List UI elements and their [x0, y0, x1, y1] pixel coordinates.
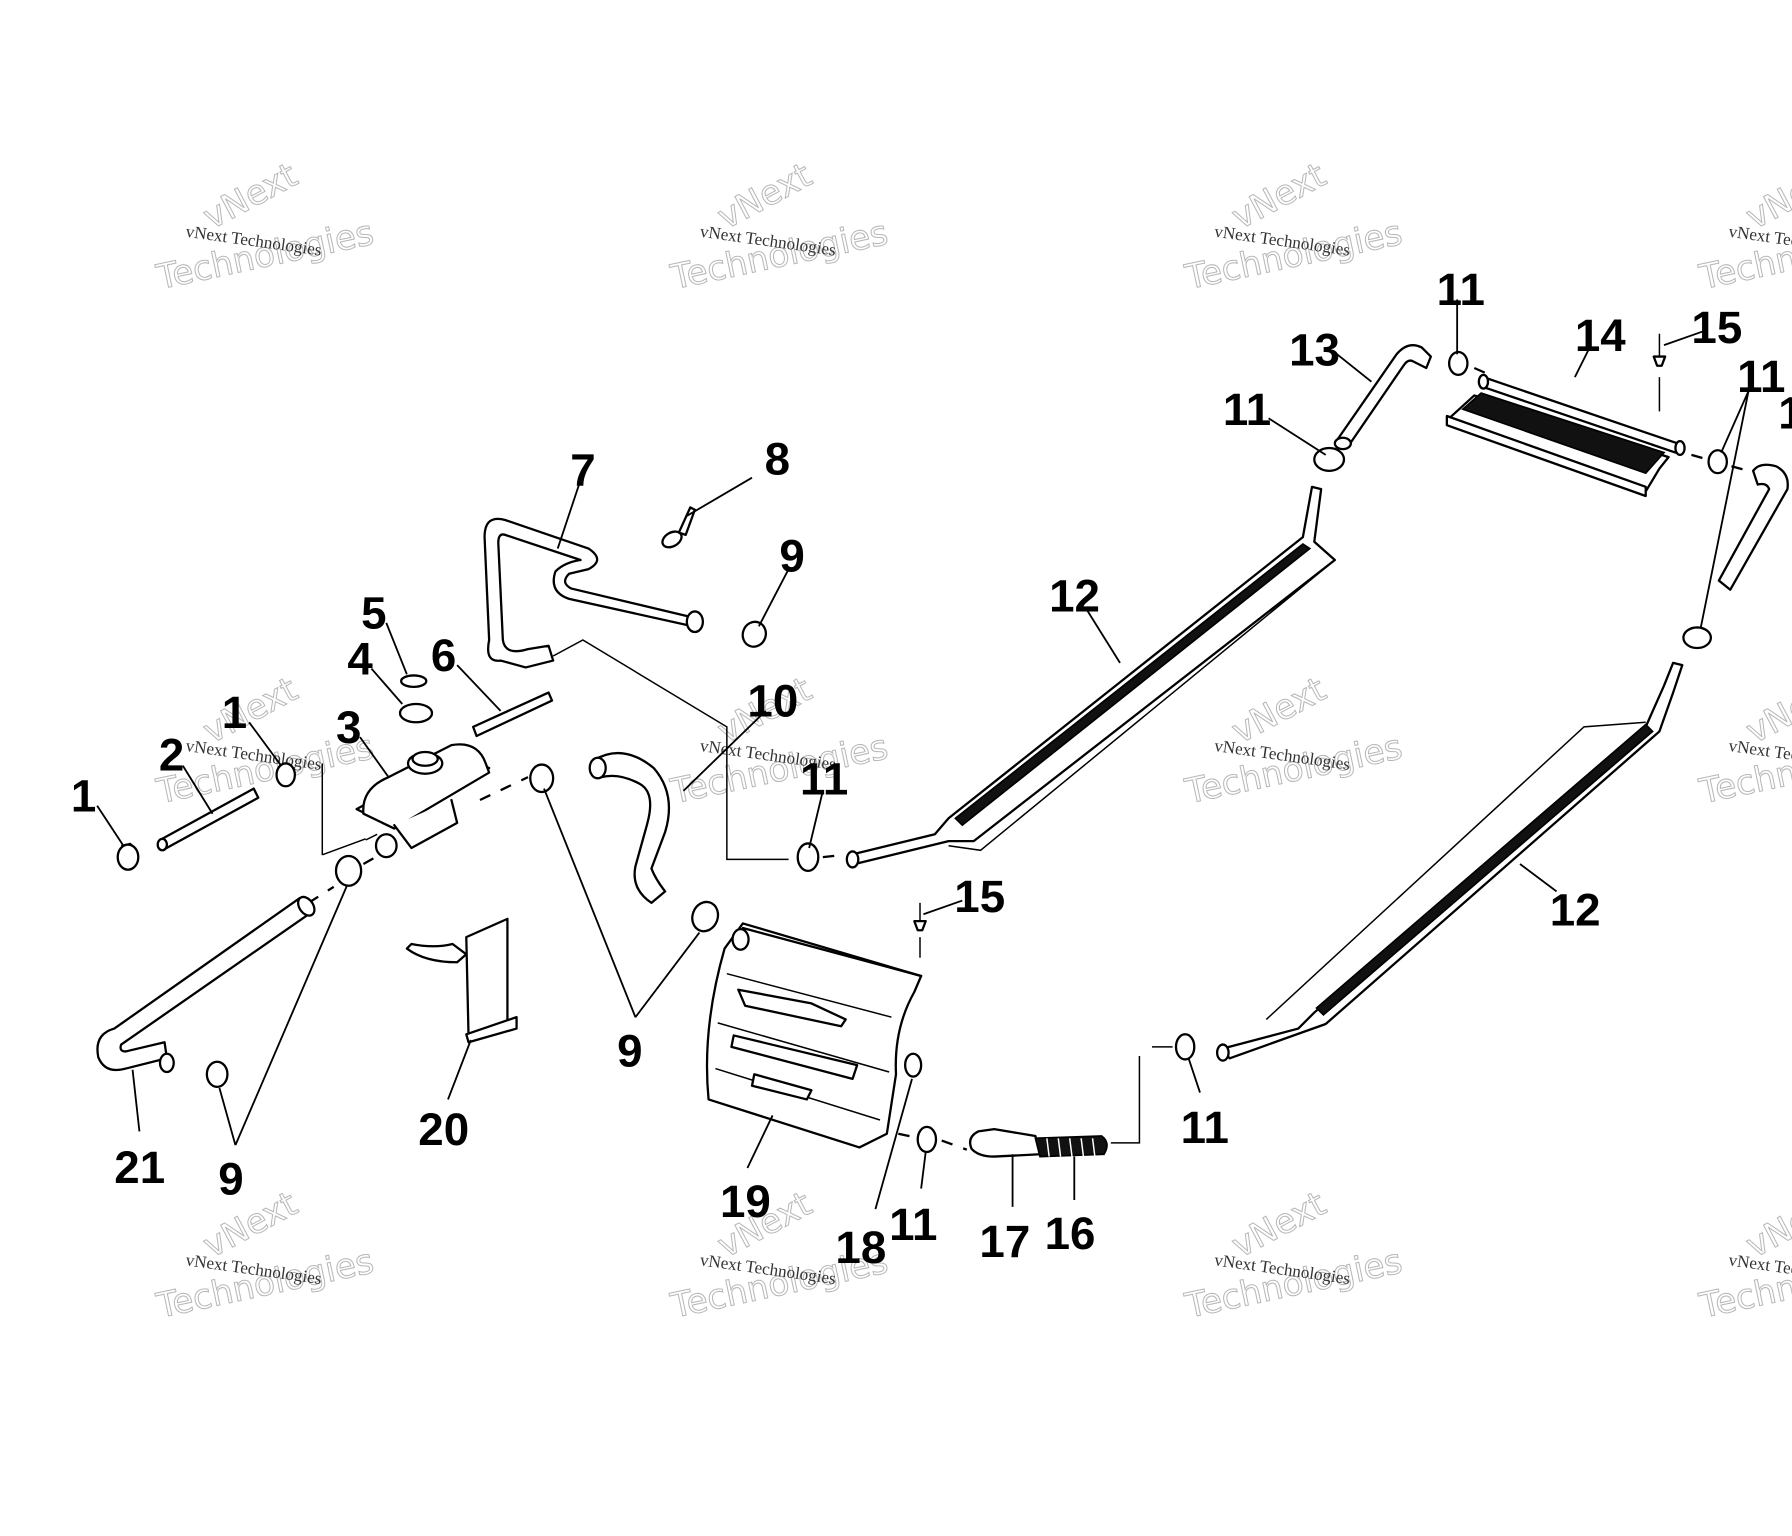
callout-6[interactable]: 6: [431, 630, 456, 681]
hose-clamp-small-part[interactable]: [275, 762, 296, 788]
overflow-hose-part[interactable]: [471, 691, 554, 738]
callout-12[interactable]: 12: [1049, 570, 1100, 621]
hose-clamp-part[interactable]: [205, 1060, 229, 1088]
callout-15[interactable]: 15: [1691, 302, 1742, 353]
assembly-line: [1110, 1046, 1173, 1144]
callout-labels: 1 2 1 3 4 5 6 7 8 9 10 11 12 13 11 11 14…: [71, 264, 1792, 1273]
watermark: vNext Technologies vNext Technologies: [1181, 1183, 1407, 1327]
callout-11[interactable]: 11: [889, 1199, 937, 1250]
curved-hose-part[interactable]: [588, 751, 671, 904]
callout-1[interactable]: 1: [71, 770, 96, 821]
hose-sleeve-part[interactable]: [969, 1128, 1042, 1158]
heat-exchanger-rail-part[interactable]: [845, 485, 1336, 869]
callout-3[interactable]: 3: [336, 702, 361, 753]
hose-clamp-part[interactable]: [739, 619, 769, 650]
watermark: vNext Technologies vNext Technologies: [1695, 1183, 1792, 1327]
callout-19[interactable]: 19: [720, 1176, 771, 1227]
assembly-line: [321, 763, 366, 856]
hose-clamp-part[interactable]: [688, 898, 722, 935]
heat-exchanger-rail-part[interactable]: [1216, 661, 1684, 1062]
assembly-line: [479, 776, 529, 802]
watermark: vNext Technologies vNext Technologies: [1695, 669, 1792, 813]
callout-11[interactable]: 11: [1437, 264, 1485, 315]
callout-11[interactable]: 11: [1223, 384, 1271, 435]
hose-clamp-part[interactable]: [1707, 449, 1728, 475]
callout-7[interactable]: 7: [570, 445, 595, 496]
callout-4[interactable]: 4: [347, 633, 373, 684]
callout-9[interactable]: 9: [779, 530, 804, 581]
callout-11[interactable]: 11: [1737, 351, 1785, 402]
coolant-reservoir-tank-part[interactable]: [355, 743, 491, 859]
assembly-line: [1691, 453, 1749, 472]
corrugated-hose-part[interactable]: [1034, 1135, 1108, 1158]
front-heat-exchanger-part[interactable]: [705, 922, 923, 1149]
callout-1[interactable]: 1: [222, 687, 247, 738]
callout-5[interactable]: 5: [361, 588, 386, 639]
assembly-line: [307, 853, 380, 904]
hose-clamp-part[interactable]: [916, 1125, 938, 1154]
assembly-line: [1473, 366, 1496, 379]
callout-11[interactable]: 11: [1181, 1102, 1229, 1153]
watermark: vNext Technologies vNext Technologies: [1181, 669, 1407, 813]
callout-1-partial[interactable]: 1: [1778, 388, 1792, 439]
hose-clamp-part[interactable]: [1174, 1033, 1196, 1061]
callout-8[interactable]: 8: [765, 433, 790, 484]
hose-clamp-part[interactable]: [796, 842, 820, 872]
callout-16[interactable]: 16: [1045, 1208, 1096, 1259]
hose-clamp-small-part[interactable]: [116, 842, 140, 871]
callout-10[interactable]: 10: [747, 676, 798, 727]
hose-clamp-part[interactable]: [334, 854, 363, 887]
leader-lines: [96, 299, 1750, 1210]
callout-9[interactable]: 9: [218, 1153, 243, 1204]
callout-14[interactable]: 14: [1575, 310, 1626, 361]
callout-9[interactable]: 9: [617, 1025, 642, 1076]
formed-hose-part[interactable]: [483, 517, 704, 669]
straight-hose-part[interactable]: [156, 787, 260, 852]
callout-11[interactable]: 11: [800, 753, 848, 804]
hose-clamp-part[interactable]: [1682, 626, 1712, 650]
bracket-part[interactable]: [405, 917, 518, 1044]
assembly-line: [898, 1132, 968, 1151]
callout-21[interactable]: 21: [114, 1142, 165, 1193]
reservoir-cap-part[interactable]: [398, 702, 434, 724]
watermark: vNext Technologies vNext Technologies: [1695, 155, 1792, 299]
long-elbow-hose-part[interactable]: [96, 894, 317, 1074]
callout-18[interactable]: 18: [835, 1222, 886, 1273]
assembly-line: [552, 639, 789, 861]
elbow-hose-part[interactable]: [1333, 344, 1432, 451]
callout-17[interactable]: 17: [979, 1216, 1030, 1267]
hose-clamp-part[interactable]: [529, 763, 555, 794]
callout-20[interactable]: 20: [418, 1104, 469, 1155]
rear-heat-exchanger-part[interactable]: [1445, 373, 1686, 498]
hose-clamp-part[interactable]: [1448, 350, 1469, 376]
watermark: vNext Technologies vNext Technologies: [152, 1183, 378, 1327]
watermark: vNext Technologies vNext Technologies: [152, 155, 378, 299]
watermark: vNext Technologies vNext Technologies: [666, 155, 892, 299]
callout-2[interactable]: 2: [159, 729, 184, 780]
callout-13[interactable]: 13: [1289, 325, 1340, 376]
elbow-hose-partial-part[interactable]: [1717, 463, 1789, 591]
rivet-part[interactable]: [1652, 333, 1667, 412]
cap-gasket-part[interactable]: [399, 674, 428, 688]
callout-15[interactable]: 15: [954, 871, 1005, 922]
watermark: vNext Technologies vNext Technologies: [1181, 155, 1407, 299]
callout-12[interactable]: 12: [1550, 885, 1601, 936]
rivet-part[interactable]: [913, 902, 927, 958]
hose-clamp-part[interactable]: [1313, 446, 1346, 472]
grommet-part[interactable]: [904, 1052, 923, 1078]
assembly-line: [822, 853, 844, 859]
